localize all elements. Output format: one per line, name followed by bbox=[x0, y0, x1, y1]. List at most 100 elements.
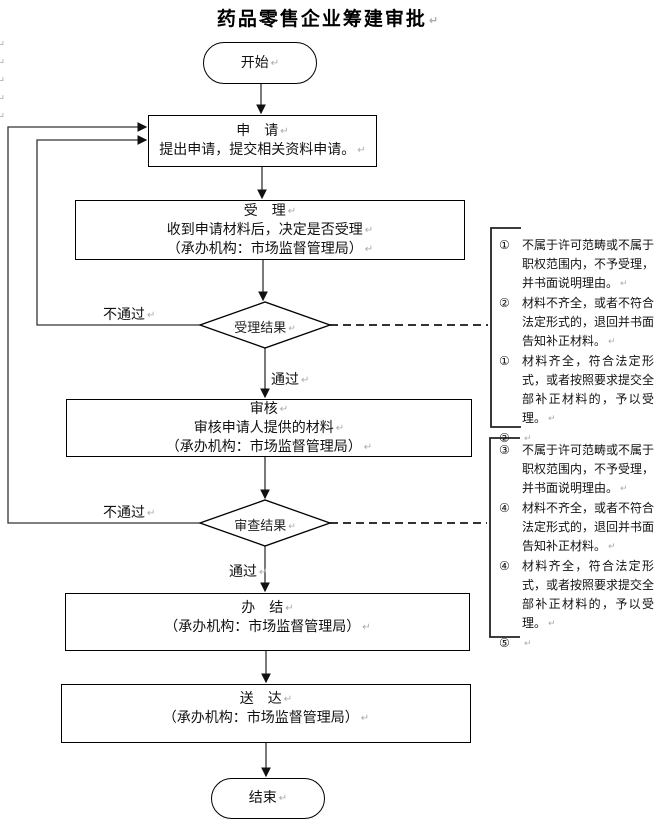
left-margin-return-marks: ↵ ↵ ↵ ↵ ↵ bbox=[0, 36, 10, 126]
note-item: ⑤ ↵ bbox=[499, 634, 655, 654]
deliver-body-line: （承办机构：市场监督管理局）↵ bbox=[163, 709, 369, 728]
review-node: 审核↵ 审核申请人提供的材料↵ （承办机构：市场监督管理局）↵ bbox=[66, 399, 472, 457]
note-item: ④ 材料不齐全，或者不符合法定形式的，退回并书面告知补正材料。↵ bbox=[499, 499, 655, 557]
return-mark-icon: ↵ bbox=[147, 310, 156, 321]
return-mark-icon: ↵ bbox=[270, 57, 280, 69]
return-mark-icon: ↵ bbox=[278, 793, 288, 804]
note-number: ④ bbox=[499, 559, 510, 573]
note-item: ① 材料齐全，符合法定形式，或者按照要求提交全部补正材料的，予以受理。↵ bbox=[499, 352, 655, 429]
decision2-text: 审查结果 bbox=[234, 519, 287, 534]
return-mark-icon: ↵ bbox=[280, 126, 289, 137]
return-mark-icon: ↵ bbox=[288, 324, 296, 334]
pass2-text: 通过 bbox=[229, 564, 257, 580]
return-mark-icon: ↵ bbox=[428, 14, 441, 27]
notes-list-2: ③ 不属于许可范畴或不属于职权范围内，不予受理，并书面说明理由。↵ ④ 材料不齐… bbox=[499, 441, 655, 654]
start-label: 开始 bbox=[240, 54, 269, 71]
accept-body-line1: 收到申请材料后，决定是否受理↵ bbox=[167, 221, 373, 240]
edge-fail2-loop bbox=[7, 122, 200, 524]
return-mark-icon: ↵ bbox=[548, 414, 556, 424]
complete-title: 办 结 bbox=[241, 600, 284, 616]
return-mark-icon: ↵ bbox=[620, 484, 628, 494]
note-text: 不属于许可范畴或不属于职权范围内，不予受理，并书面说明理由。↵ bbox=[522, 441, 654, 499]
deliver-title: 送 达 bbox=[239, 691, 282, 707]
note-text-body: 不属于许可范畴或不属于职权范围内，不予受理，并书面说明理由。 bbox=[522, 443, 655, 495]
start-label-line: 开始↵ bbox=[241, 54, 279, 73]
deliver-title-line: 送 达↵ bbox=[240, 690, 292, 709]
return-mark-icon: ↵ bbox=[360, 713, 370, 724]
return-mark-icon: ↵ bbox=[524, 639, 532, 649]
review-body-line2: （承办机构：市场监督管理局）↵ bbox=[166, 438, 372, 457]
accept-body1: 收到申请材料后，决定是否受理 bbox=[166, 221, 363, 238]
complete-body: （承办机构：市场监督管理局） bbox=[164, 619, 361, 635]
note-number: ④ bbox=[499, 501, 510, 515]
start-node: 开始↵ bbox=[203, 42, 317, 84]
return-mark-icon: ↵ bbox=[279, 403, 289, 415]
edge-label-pass2: 通过↵ bbox=[229, 561, 267, 581]
note-text: 材料不齐全，或者不符合法定形式的，退回并书面告知补正材料。↵ bbox=[522, 294, 654, 352]
note-brackets bbox=[489, 227, 521, 638]
return-mark-icon: ↵ bbox=[335, 422, 345, 434]
complete-title-line: 办 结↵ bbox=[241, 599, 293, 618]
return-mark-icon: ↵ bbox=[620, 279, 628, 289]
bracket-notes1 bbox=[490, 227, 521, 428]
end-label: 结束 bbox=[248, 790, 277, 806]
complete-body-line: （承办机构：市场监督管理局）↵ bbox=[164, 618, 370, 637]
accept-body-line2: （承办机构：市场监督管理局）↵ bbox=[167, 240, 373, 259]
return-mark-icon: ↵ bbox=[363, 441, 373, 453]
review-title: 审核 bbox=[249, 400, 278, 417]
note-number: ① bbox=[499, 238, 510, 252]
decision2-diamond bbox=[198, 499, 332, 547]
return-mark-icon: ↵ bbox=[0, 56, 6, 69]
note-item: ② ↵ bbox=[499, 429, 655, 449]
note-number: ⑤ bbox=[499, 636, 510, 650]
return-mark-icon: ↵ bbox=[0, 110, 6, 123]
return-mark-icon: ↵ bbox=[524, 434, 532, 444]
review-body1: 审核申请人提供的材料 bbox=[193, 419, 334, 436]
complete-node: 办 结↵ （承办机构：市场监督管理局）↵ bbox=[65, 593, 470, 651]
note-item: ③ 不属于许可范畴或不属于职权范围内，不予受理，并书面说明理由。↵ bbox=[499, 441, 655, 499]
end-node: 结束↵ bbox=[211, 778, 325, 819]
apply-body: 提出申请，提交相关资料申请。 bbox=[159, 142, 356, 158]
note-number: ① bbox=[499, 354, 510, 368]
return-mark-icon: ↵ bbox=[362, 622, 371, 633]
note-text: 不属于许可范畴或不属于职权范围内，不予受理，并书面说明理由。↵ bbox=[522, 236, 654, 294]
return-mark-icon: ↵ bbox=[301, 375, 310, 386]
note-text-body: 材料不齐全，或者不符合法定形式的，退回并书面告知补正材料。 bbox=[522, 296, 655, 348]
decision1-label: 受理结果↵ bbox=[200, 317, 330, 336]
decision1-diamond bbox=[198, 301, 332, 349]
return-mark-icon: ↵ bbox=[283, 694, 293, 705]
note-text-body: 材料不齐全，或者不符合法定形式的，退回并书面告知补正材料。 bbox=[522, 501, 655, 553]
notes-list-1: ① 不属于许可范畴或不属于职权范围内，不予受理，并书面说明理由。↵ ② 材料不齐… bbox=[499, 236, 655, 449]
apply-body-line: 提出申请，提交相关资料申请。↵ bbox=[159, 141, 365, 160]
deliver-node: 送 达↵ （承办机构：市场监督管理局）↵ bbox=[61, 684, 471, 743]
return-mark-icon: ↵ bbox=[364, 243, 374, 255]
note-item: ④ 材料齐全，符合法定形式，或者按照要求提交全部补正材料的，予以受理。↵ bbox=[499, 557, 655, 634]
note-text: 材料齐全，符合法定形式，或者按照要求提交全部补正材料的，予以受理。↵ bbox=[522, 557, 654, 634]
fail2-text: 不通过 bbox=[103, 505, 145, 521]
note-number: ② bbox=[499, 296, 510, 310]
accept-title: 受 理 bbox=[243, 202, 286, 219]
accept-body2: （承办机构：市场监督管理局） bbox=[166, 240, 363, 257]
end-label-line: 结束↵ bbox=[249, 789, 287, 808]
edge-label-fail1: 不通过↵ bbox=[103, 304, 155, 324]
edge-fail1-loop bbox=[36, 135, 200, 326]
note-item: ① 不属于许可范畴或不属于职权范围内，不予受理，并书面说明理由。↵ bbox=[499, 236, 655, 294]
apply-node: 申 请↵ 提出申请，提交相关资料申请。↵ bbox=[148, 115, 377, 167]
return-mark-icon: ↵ bbox=[287, 205, 297, 217]
decision1-text: 受理结果 bbox=[234, 321, 287, 336]
note-number: ② bbox=[499, 431, 510, 445]
return-mark-icon: ↵ bbox=[0, 38, 6, 51]
note-text: ↵ bbox=[522, 634, 654, 654]
fail1-text: 不通过 bbox=[103, 307, 145, 323]
return-mark-icon: ↵ bbox=[0, 92, 6, 105]
return-mark-icon: ↵ bbox=[285, 603, 294, 614]
return-mark-icon: ↵ bbox=[259, 567, 268, 578]
note-text: ↵ bbox=[522, 429, 654, 449]
deliver-body: （承办机构：市场监督管理局） bbox=[162, 710, 359, 726]
return-mark-icon: ↵ bbox=[364, 224, 374, 236]
review-body-line1: 审核申请人提供的材料↵ bbox=[194, 419, 344, 438]
return-mark-icon: ↵ bbox=[357, 145, 366, 156]
return-mark-icon: ↵ bbox=[608, 337, 616, 347]
review-body2: （承办机构：市场监督管理局） bbox=[165, 438, 362, 455]
